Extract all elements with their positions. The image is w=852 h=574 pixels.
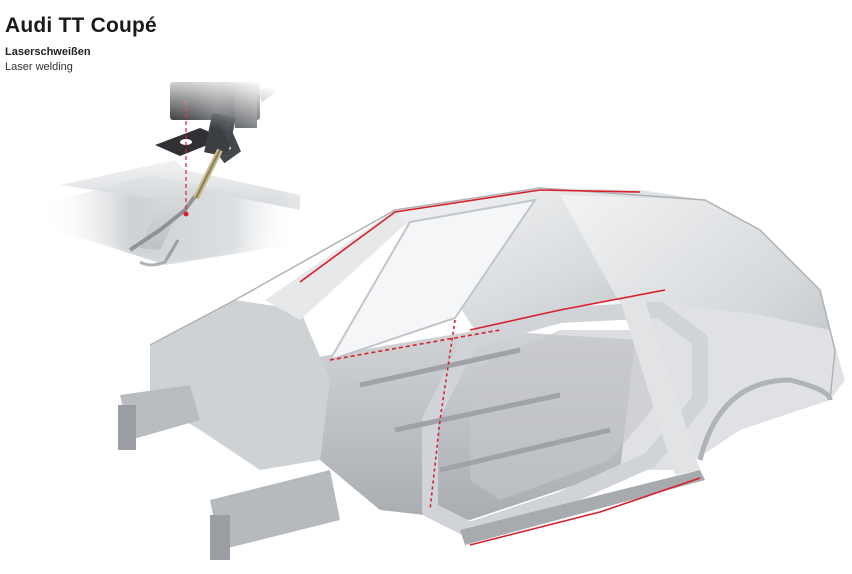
subtitle-german: Laserschweißen	[5, 46, 91, 58]
car-body-frame	[118, 187, 845, 560]
floor-seam	[329, 329, 501, 361]
roof-seam-left	[299, 189, 641, 283]
page-title: Audi TT Coupé	[5, 14, 157, 37]
laser-weld-seams	[299, 189, 701, 546]
sill-seam	[469, 477, 701, 546]
subtitle-english: Laser welding	[5, 61, 73, 73]
roof-seam-right	[469, 289, 666, 331]
laser-welding-inset	[30, 80, 330, 280]
